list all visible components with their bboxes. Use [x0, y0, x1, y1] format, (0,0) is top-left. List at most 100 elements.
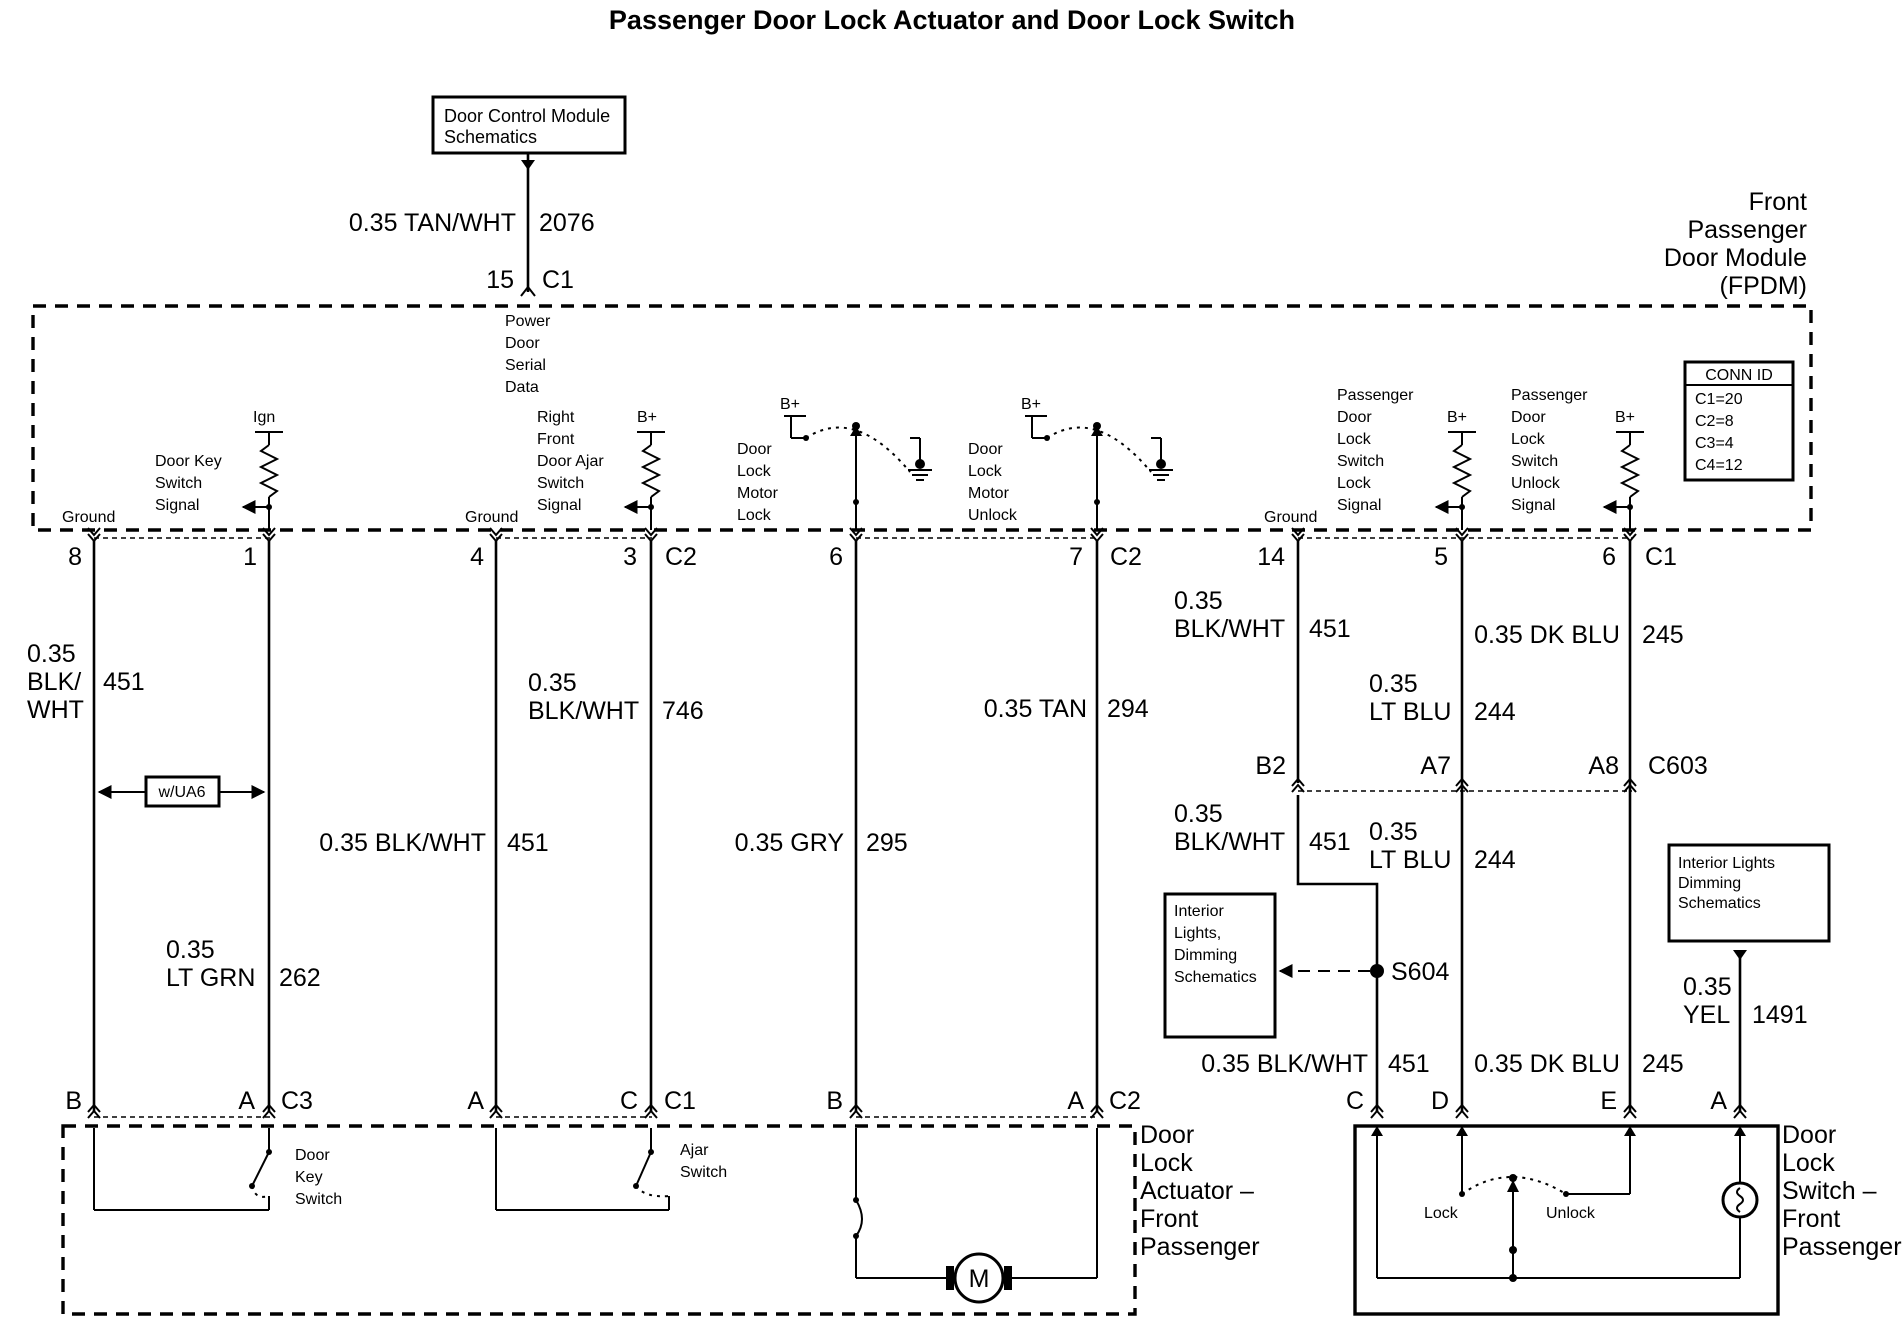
svg-text:Switch: Switch — [680, 1164, 727, 1181]
svg-text:Signal: Signal — [1511, 497, 1555, 514]
door-lock-switch-box — [1353, 1124, 1780, 1316]
motor: M — [853, 1128, 1098, 1304]
svg-text:A7: A7 — [1420, 752, 1451, 780]
svg-text:Lock: Lock — [737, 463, 772, 480]
svg-text:Schematics: Schematics — [1678, 895, 1761, 912]
svg-text:Door Ajar: Door Ajar — [537, 453, 604, 470]
svg-text:LT BLU: LT BLU — [1369, 698, 1451, 726]
svg-text:Front: Front — [537, 431, 575, 448]
svg-text:0.35 GRY: 0.35 GRY — [735, 829, 845, 857]
door-control-module-ref-box: Door Control Module Schematics — [431, 95, 627, 155]
ign-label: Ign — [253, 409, 275, 426]
option-ua6: w/UA6 — [97, 775, 266, 808]
splice-s604-label: S604 — [1391, 958, 1449, 986]
svg-text:Actuator –: Actuator – — [1140, 1177, 1254, 1205]
svg-text:295: 295 — [866, 829, 908, 857]
svg-text:Ajar: Ajar — [680, 1142, 709, 1159]
svg-text:451: 451 — [507, 829, 549, 857]
svg-text:Lock: Lock — [1511, 431, 1546, 448]
svg-text:D: D — [1431, 1087, 1449, 1115]
motor-lock-label: Door Lock Motor Lock — [737, 441, 779, 524]
actuator-pin-chevrons — [87, 1103, 1747, 1119]
svg-text:451: 451 — [1309, 828, 1351, 856]
svg-text:YEL: YEL — [1683, 1001, 1730, 1029]
pass-unlock-signal-label: Passenger Door Lock Switch Unlock Signal — [1511, 387, 1588, 514]
svg-text:0.35: 0.35 — [1369, 670, 1418, 698]
svg-text:Signal: Signal — [155, 497, 199, 514]
pullup-resistor-ign — [258, 444, 280, 498]
svg-text:3: 3 — [623, 543, 637, 571]
svg-text:0.35: 0.35 — [528, 669, 577, 697]
svg-text:B2: B2 — [1255, 752, 1286, 780]
interior-lights-ref-left: Interior Lights, Dimming Schematics — [1163, 892, 1277, 1039]
svg-text:C2: C2 — [1109, 1087, 1141, 1115]
svg-text:Power: Power — [505, 313, 551, 330]
c603-chevrons — [1291, 777, 1637, 793]
motor-label: M — [969, 1265, 990, 1293]
connector-c1-top: C1 — [542, 266, 574, 294]
svg-text:Door: Door — [505, 335, 540, 352]
pass-lock-signal-label: Passenger Door Lock Switch Lock Signal — [1337, 387, 1414, 514]
svg-text:5: 5 — [1434, 543, 1448, 571]
svg-text:451: 451 — [1309, 615, 1351, 643]
motor-unlock-relay: B+ — [1021, 396, 1173, 530]
svg-text:Schematics: Schematics — [1174, 969, 1257, 986]
door-key-switch: Door Key Switch — [93, 1128, 342, 1211]
svg-text:7: 7 — [1069, 543, 1083, 571]
wire-2076-circuit: 2076 — [539, 209, 595, 237]
svg-text:Lock: Lock — [968, 463, 1003, 480]
svg-text:Lock: Lock — [1140, 1149, 1193, 1177]
svg-text:Lock: Lock — [1337, 475, 1372, 492]
svg-text:0.35 BLK/WHT: 0.35 BLK/WHT — [1201, 1050, 1368, 1078]
svg-text:Switch: Switch — [295, 1191, 342, 1208]
svg-text:C1=20: C1=20 — [1695, 391, 1743, 408]
svg-text:1: 1 — [243, 543, 257, 571]
svg-text:Right: Right — [537, 409, 575, 426]
svg-text:244: 244 — [1474, 698, 1516, 726]
motor-unlock-label: Door Lock Motor Unlock — [968, 441, 1018, 524]
svg-text:C3: C3 — [281, 1087, 313, 1115]
svg-text:Passenger: Passenger — [1687, 216, 1807, 244]
wire-294: 0.35 TAN 294 — [984, 695, 1149, 723]
svg-text:C2=8: C2=8 — [1695, 413, 1734, 430]
interior-lights-ref-right: Interior Lights Dimming Schematics — [1667, 843, 1831, 943]
lock-label: Lock — [1424, 1205, 1459, 1222]
svg-text:Door: Door — [295, 1147, 330, 1164]
svg-text:Motor: Motor — [968, 485, 1010, 502]
svg-text:C2: C2 — [665, 543, 697, 571]
svg-text:Front: Front — [1140, 1205, 1198, 1233]
ajar-switch: Ajar Switch — [495, 1128, 727, 1211]
svg-text:CONN ID: CONN ID — [1705, 367, 1773, 384]
svg-text:Dimming: Dimming — [1174, 947, 1237, 964]
svg-text:6: 6 — [829, 543, 843, 571]
svg-text:Door: Door — [1511, 409, 1546, 426]
wire-451-mid: 0.35 BLK/WHT 451 — [319, 829, 548, 857]
svg-text:746: 746 — [662, 697, 704, 725]
svg-text:C603: C603 — [1648, 752, 1708, 780]
fpdm-module-box — [31, 304, 1813, 532]
wire-451-right-upper: 0.35 BLK/WHT 451 — [1174, 587, 1351, 643]
svg-text:0.35 TAN: 0.35 TAN — [984, 695, 1087, 723]
wire-245-lower: 0.35 DK BLU 245 — [1474, 1050, 1684, 1078]
wire-2076-color: 0.35 TAN/WHT — [349, 209, 516, 237]
wire-262: 0.35 LT GRN 262 — [166, 936, 321, 992]
svg-text:Switch: Switch — [537, 475, 584, 492]
bplus-label-unlock: B+ — [1615, 409, 1635, 426]
fpdm-name: Front Passenger Door Module (FPDM) — [1664, 188, 1807, 300]
svg-text:0.35 BLK/WHT: 0.35 BLK/WHT — [319, 829, 486, 857]
svg-text:Signal: Signal — [537, 497, 581, 514]
svg-text:Passenger: Passenger — [1511, 387, 1588, 404]
svg-text:A: A — [1710, 1087, 1727, 1115]
wire-1491: 0.35 YEL 1491 — [1683, 973, 1808, 1029]
svg-text:451: 451 — [103, 668, 145, 696]
diagram-title: Passenger Door Lock Actuator and Door Lo… — [609, 5, 1295, 35]
svg-text:C1: C1 — [664, 1087, 696, 1115]
svg-text:BLK/: BLK/ — [27, 668, 81, 696]
actuator-name: Door Lock Actuator – Front Passenger — [1140, 1121, 1260, 1261]
svg-text:Lock: Lock — [737, 507, 772, 524]
svg-text:E: E — [1600, 1087, 1617, 1115]
svg-text:Motor: Motor — [737, 485, 779, 502]
wire-451-right-lower: 0.35 BLK/WHT 451 — [1174, 800, 1351, 856]
svg-text:0.35: 0.35 — [1174, 587, 1223, 615]
